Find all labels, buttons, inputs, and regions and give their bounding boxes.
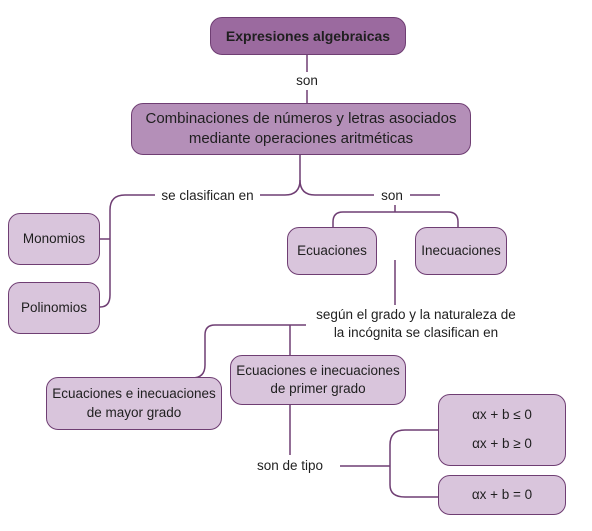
- node-tipo-ineq-2: αx + b ≥ 0: [472, 436, 532, 452]
- label-son-1: son: [289, 72, 325, 91]
- node-monomios: Monomios: [8, 213, 100, 265]
- node-definicion-line-1: Combinaciones de números y letras asocia…: [145, 109, 457, 127]
- node-mayor-grado-line-2: de mayor grado: [86, 404, 182, 420]
- node-mayor-grado: Ecuaciones e inecuaciones de mayor grado: [46, 377, 222, 430]
- node-inecuaciones: Inecuaciones: [415, 227, 507, 275]
- label-se-clasifican-en: se clasifican en: [155, 187, 260, 206]
- node-definicion: Combinaciones de números y letras asocia…: [131, 103, 471, 155]
- label-segun-line-2: la incógnita se clasifican en: [333, 325, 499, 341]
- node-monomios-label: Monomios: [22, 230, 86, 246]
- node-expresiones-algebraicas: Expresiones algebraicas: [210, 17, 406, 55]
- label-son-2: son: [374, 187, 410, 206]
- node-inecuaciones-label: Inecuaciones: [421, 242, 501, 258]
- node-primer-grado: Ecuaciones e inecuaciones de primer grad…: [230, 355, 406, 405]
- label-segun-line-1: según el grado y la naturaleza de: [316, 307, 516, 322]
- node-tipo-ineq-1: αx + b ≤ 0: [472, 407, 532, 423]
- label-son-de-tipo: son de tipo: [250, 457, 330, 476]
- node-polinomios-label: Polinomios: [20, 299, 88, 315]
- node-ecuaciones: Ecuaciones: [287, 227, 377, 275]
- node-expresiones-algebraicas-label: Expresiones algebraicas: [225, 27, 391, 44]
- node-definicion-line-2: mediante operaciones aritméticas: [188, 130, 414, 147]
- node-primer-grado-line-1: Ecuaciones e inecuaciones: [236, 362, 400, 378]
- node-mayor-grado-line-1: Ecuaciones e inecuaciones: [52, 386, 216, 402]
- node-ecuacion-tipo: αx + b = 0: [438, 475, 566, 515]
- label-segun-el-grado: según el grado y la naturaleza de la inc…: [306, 306, 526, 343]
- node-primer-grado-line-2: de primer grado: [270, 381, 366, 396]
- node-inecuaciones-tipo: αx + b ≤ 0 αx + b ≥ 0: [438, 394, 566, 466]
- node-polinomios: Polinomios: [8, 282, 100, 334]
- node-tipo-eq: αx + b = 0: [471, 486, 533, 502]
- node-ecuaciones-label: Ecuaciones: [297, 242, 367, 258]
